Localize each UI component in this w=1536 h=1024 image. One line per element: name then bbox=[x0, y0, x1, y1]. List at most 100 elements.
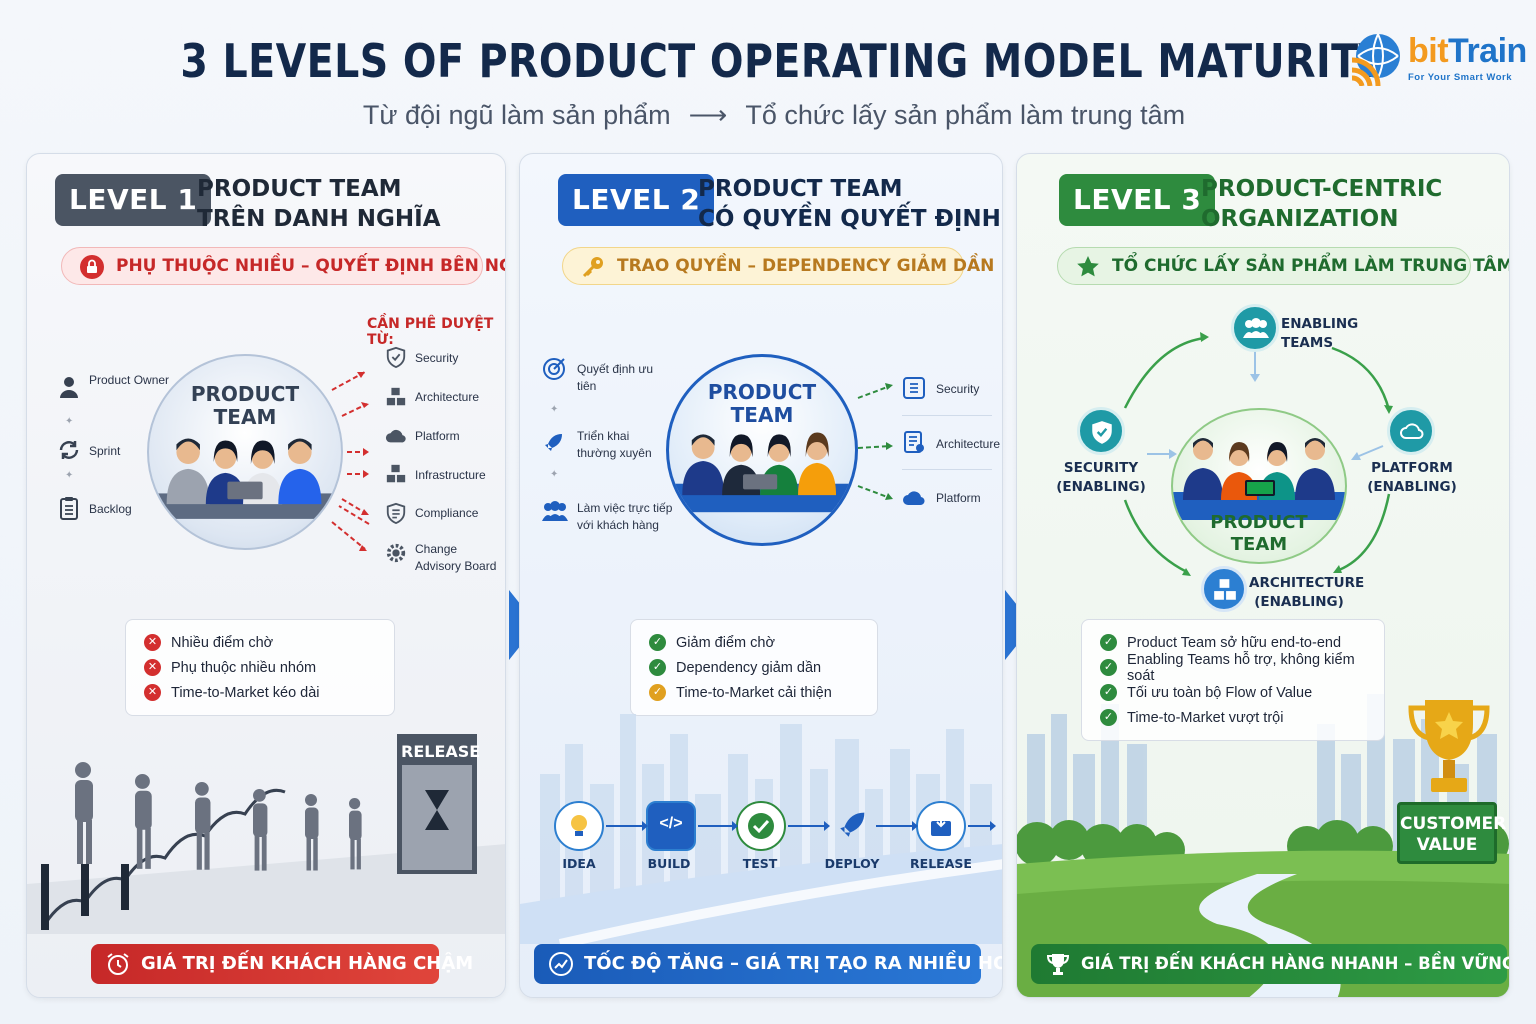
people-group-icon bbox=[1243, 318, 1269, 338]
check-row: ✓Time-to-Market cải thiện bbox=[649, 680, 859, 705]
right-dashed-arrows bbox=[857, 383, 893, 500]
subtitle-to: Tổ chức lấy sản phẩm làm trung tâm bbox=[745, 100, 1186, 130]
separator-dot: ✦ bbox=[65, 470, 74, 481]
divider bbox=[902, 415, 992, 416]
approval-security: Security bbox=[415, 351, 459, 365]
user-icon bbox=[60, 377, 78, 398]
target-icon bbox=[543, 358, 565, 380]
page-title: 3 LEVELS OF PRODUCT OPERATING MODEL MATU… bbox=[180, 34, 1388, 88]
approval-compliance: Compliance bbox=[415, 506, 479, 520]
sprint-cycle-icon bbox=[59, 441, 79, 459]
flow-label-build: BUILD bbox=[647, 856, 691, 871]
frequent-deploy-label: Triển khai thường xuyên bbox=[577, 429, 652, 460]
flow-label-idea: IDEA bbox=[562, 856, 596, 871]
star-icon bbox=[1077, 256, 1099, 277]
separator-dot: ✦ bbox=[550, 404, 559, 415]
city-skyline-illustration bbox=[520, 714, 1002, 944]
check-row: ✕Time-to-Market kéo dài bbox=[144, 680, 376, 705]
level-2-badge: LEVEL 2 bbox=[558, 174, 715, 226]
backlog-label: Backlog bbox=[89, 502, 132, 516]
level-2-checklist: ✓Giảm điểm chờ ✓Dependency giảm dần ✓Tim… bbox=[630, 619, 878, 716]
level-1-outcome-banner: GIÁ TRỊ ĐẾN KHÁCH HÀNG CHẬM bbox=[91, 944, 473, 984]
check-row: ✓Time-to-Market vượt trội bbox=[1100, 705, 1366, 730]
cubes-icon bbox=[1214, 579, 1236, 600]
idea-step bbox=[554, 801, 604, 851]
customer-direct-label: Làm việc trực tiếp với khách hàng bbox=[577, 501, 673, 532]
shield-check-icon bbox=[1092, 421, 1112, 444]
architecture-enabling-icon bbox=[1201, 566, 1247, 612]
architecture-doc-icon bbox=[904, 431, 924, 453]
lock-icon bbox=[80, 255, 104, 279]
build-step: </> bbox=[646, 801, 696, 851]
team-people-illustration bbox=[669, 432, 855, 513]
right-item-security: Security bbox=[936, 382, 980, 396]
platform-cloud-icon bbox=[903, 491, 925, 506]
level-1-pill: PHỤ THUỘC NHIỀU – QUYẾT ĐỊNH BÊN NGOÀI bbox=[61, 247, 505, 285]
level-1-badge: LEVEL 1 bbox=[55, 174, 212, 226]
enabling-cycle-arrows bbox=[1123, 332, 1393, 576]
product-owner-label: Product Owner bbox=[89, 373, 170, 387]
x-mark-icon: ✕ bbox=[144, 684, 161, 701]
check-icon: ✓ bbox=[1100, 659, 1117, 676]
check-icon: ✓ bbox=[1100, 684, 1117, 701]
gear-icon bbox=[386, 543, 406, 563]
shield-icon bbox=[386, 346, 406, 368]
approval-platform: Platform bbox=[415, 429, 460, 443]
cloud-icon bbox=[1400, 423, 1424, 439]
security-enabling-icon bbox=[1077, 407, 1125, 455]
code-icon: </> bbox=[659, 815, 683, 832]
team-people-illustration bbox=[149, 438, 341, 519]
subtitle-from: Từ đội ngũ làm sản phẩm bbox=[362, 100, 671, 130]
security-shield-icon bbox=[903, 377, 925, 399]
sprint-label: Sprint bbox=[89, 444, 121, 458]
rocket-icon bbox=[545, 434, 562, 451]
customers-group-icon bbox=[542, 501, 568, 521]
check-icon: ✓ bbox=[1100, 709, 1117, 726]
check-icon: ✓ bbox=[649, 634, 666, 651]
approval-change-advisory-board: Change Advisory Board bbox=[415, 542, 497, 573]
platform-enabling-label: PLATFORM(ENABLING) bbox=[1367, 460, 1457, 495]
approval-infrastructure: Infrastructure bbox=[415, 468, 486, 482]
check-row: ✕Nhiều điểm chờ bbox=[144, 630, 376, 655]
logo-tagline: For Your Smart Work bbox=[1408, 72, 1512, 83]
right-item-platform: Platform bbox=[936, 491, 981, 505]
logo-wordmark: bitTrain bbox=[1408, 32, 1527, 70]
platform-enabling-icon bbox=[1387, 407, 1435, 455]
architecture-cubes-icon bbox=[386, 387, 406, 406]
alarm-clock-icon bbox=[107, 953, 129, 975]
release-box-icon bbox=[931, 816, 951, 836]
trophy-small-icon bbox=[1046, 954, 1070, 975]
compliance-doc-icon bbox=[386, 502, 406, 524]
security-enabling-label: SECURITY(ENABLING) bbox=[1056, 460, 1146, 495]
rocket-icon bbox=[840, 812, 865, 837]
check-row: ✕Phụ thuộc nhiều nhóm bbox=[144, 655, 376, 680]
level-3-pill: TỔ CHỨC LẤY SẢN PHẨM LÀM TRUNG TÂM bbox=[1057, 247, 1509, 285]
bittrain-logo: bitTrain For Your Smart Work bbox=[1348, 30, 1527, 90]
infrastructure-cubes-icon bbox=[386, 464, 406, 483]
level-2-outcome-banner: TỐC ĐỘ TĂNG – GIÁ TRỊ TẠO RA NHIỀU HƠN bbox=[534, 944, 1002, 984]
level-3-outcome-banner: GIÁ TRỊ ĐẾN KHÁCH HÀNG NHANH – BỀN VỮNG … bbox=[1031, 944, 1509, 984]
level-1-checklist: ✕Nhiều điểm chờ ✕Phụ thuộc nhiều nhóm ✕T… bbox=[125, 619, 395, 716]
cloud-icon bbox=[385, 429, 406, 443]
check-row: ✓Giảm điểm chờ bbox=[649, 630, 859, 655]
trophy-icon bbox=[1408, 700, 1490, 792]
globe-logo-icon bbox=[1351, 33, 1400, 86]
check-row: ✓Tối ưu toàn bộ Flow of Value bbox=[1100, 680, 1366, 705]
lightbulb-icon bbox=[571, 815, 587, 836]
release-door-sign: RELEASE bbox=[401, 739, 480, 765]
flow-label-deploy: DEPLOY bbox=[824, 856, 880, 871]
right-item-architecture: Architecture bbox=[936, 437, 1001, 451]
check-icon: ✓ bbox=[1100, 634, 1117, 651]
team-people-illustration bbox=[1173, 438, 1345, 520]
